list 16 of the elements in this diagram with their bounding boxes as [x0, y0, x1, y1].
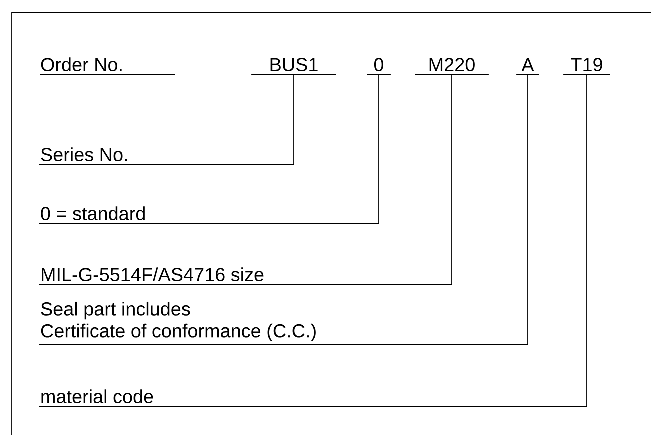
description-text: Series No. — [41, 148, 128, 162]
code-segment: 0 — [366, 58, 392, 76]
code-segment: BUS1 — [251, 58, 337, 76]
leader-line — [38, 74, 588, 408]
description-text: material code — [42, 390, 154, 404]
leader-line — [38, 74, 452, 286]
description-text: Seal part includes Certificate of conformance (C.C.) — [41, 302, 316, 342]
description-text: 0 = standard — [41, 206, 145, 221]
leader-line — [38, 74, 380, 224]
description-text: MIL-G-5514F/AS4716 size — [42, 268, 264, 282]
code-segment: T19 — [563, 58, 611, 76]
leader-line — [38, 74, 528, 346]
code-segment: M220 — [414, 58, 490, 76]
field-label: Order No. — [40, 58, 176, 76]
code-segment: A — [516, 58, 540, 76]
leader-line — [38, 74, 294, 166]
